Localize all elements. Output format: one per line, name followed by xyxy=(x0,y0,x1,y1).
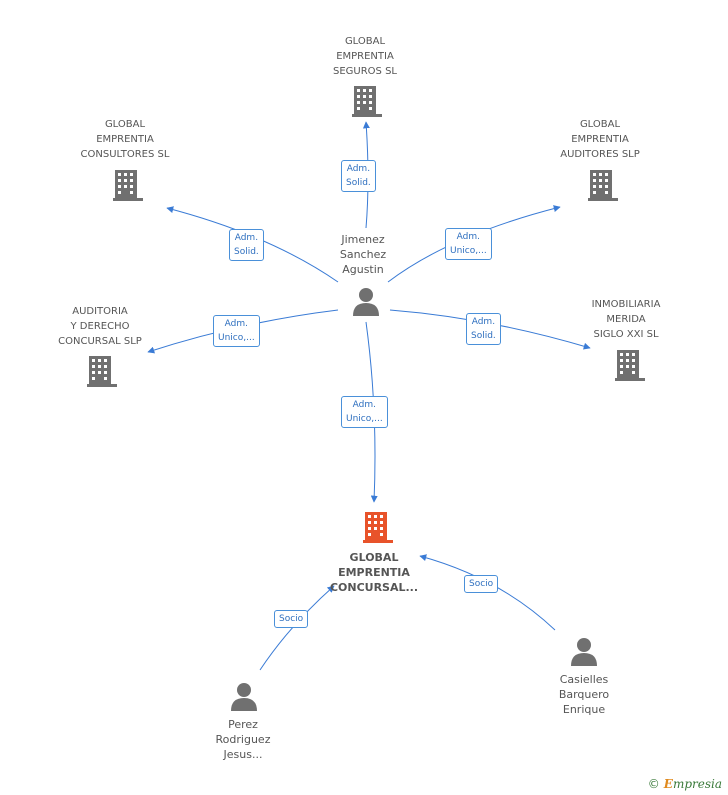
building-icon[interactable] xyxy=(615,350,645,381)
building-icon[interactable] xyxy=(87,356,117,387)
person-icon[interactable] xyxy=(353,288,379,316)
node-label-inmobiliaria[interactable]: INMOBILIARIA MERIDA SIGLO XXI SL xyxy=(591,299,661,340)
edge-role-box[interactable]: Adm. Solid. xyxy=(229,229,264,261)
node-label-auditores[interactable]: GLOBAL EMPRENTIA AUDITORES SLP xyxy=(560,119,640,160)
building-icon[interactable] xyxy=(352,86,382,117)
building-icon[interactable] xyxy=(113,170,143,201)
edge-role-box[interactable]: Adm. Solid. xyxy=(341,160,376,192)
node-label-jimenez[interactable]: Jimenez Sanchez Agustin xyxy=(339,233,387,276)
edge-role-box[interactable]: Adm. Solid. xyxy=(466,313,501,345)
node-label-perez[interactable]: Perez Rodriguez Jesus... xyxy=(215,718,271,761)
edge-role-box[interactable]: Adm. Unico,... xyxy=(213,315,260,347)
node-label-auditoria[interactable]: AUDITORIA Y DERECHO CONCURSAL SLP xyxy=(58,306,142,347)
node-label-seguros[interactable]: GLOBAL EMPRENTIA SEGUROS SL xyxy=(333,36,397,77)
node-label-consultores[interactable]: GLOBAL EMPRENTIA CONSULTORES SL xyxy=(80,119,170,160)
person-icon[interactable] xyxy=(571,638,597,666)
edge-perez-focus xyxy=(259,585,335,671)
brand-watermark: ©Empresia xyxy=(648,777,722,791)
node-label-focus[interactable]: GLOBAL EMPRENTIA CONCURSAL... xyxy=(329,551,419,594)
node-label-casielles[interactable]: Casielles Barquero Enrique xyxy=(558,673,610,716)
edge-role-box[interactable]: Socio xyxy=(274,610,309,628)
brand-name: mpresia xyxy=(672,777,722,791)
building-icon[interactable] xyxy=(363,512,393,543)
edge-role-box[interactable]: Adm. Unico,... xyxy=(445,228,492,260)
building-icon[interactable] xyxy=(588,170,618,201)
copyright-icon: © xyxy=(647,777,660,791)
edge-role-box[interactable]: Socio xyxy=(464,575,499,593)
person-icon[interactable] xyxy=(231,683,257,711)
brand-initial: E xyxy=(663,777,673,791)
edge-role-box[interactable]: Adm. Unico,... xyxy=(341,396,388,428)
